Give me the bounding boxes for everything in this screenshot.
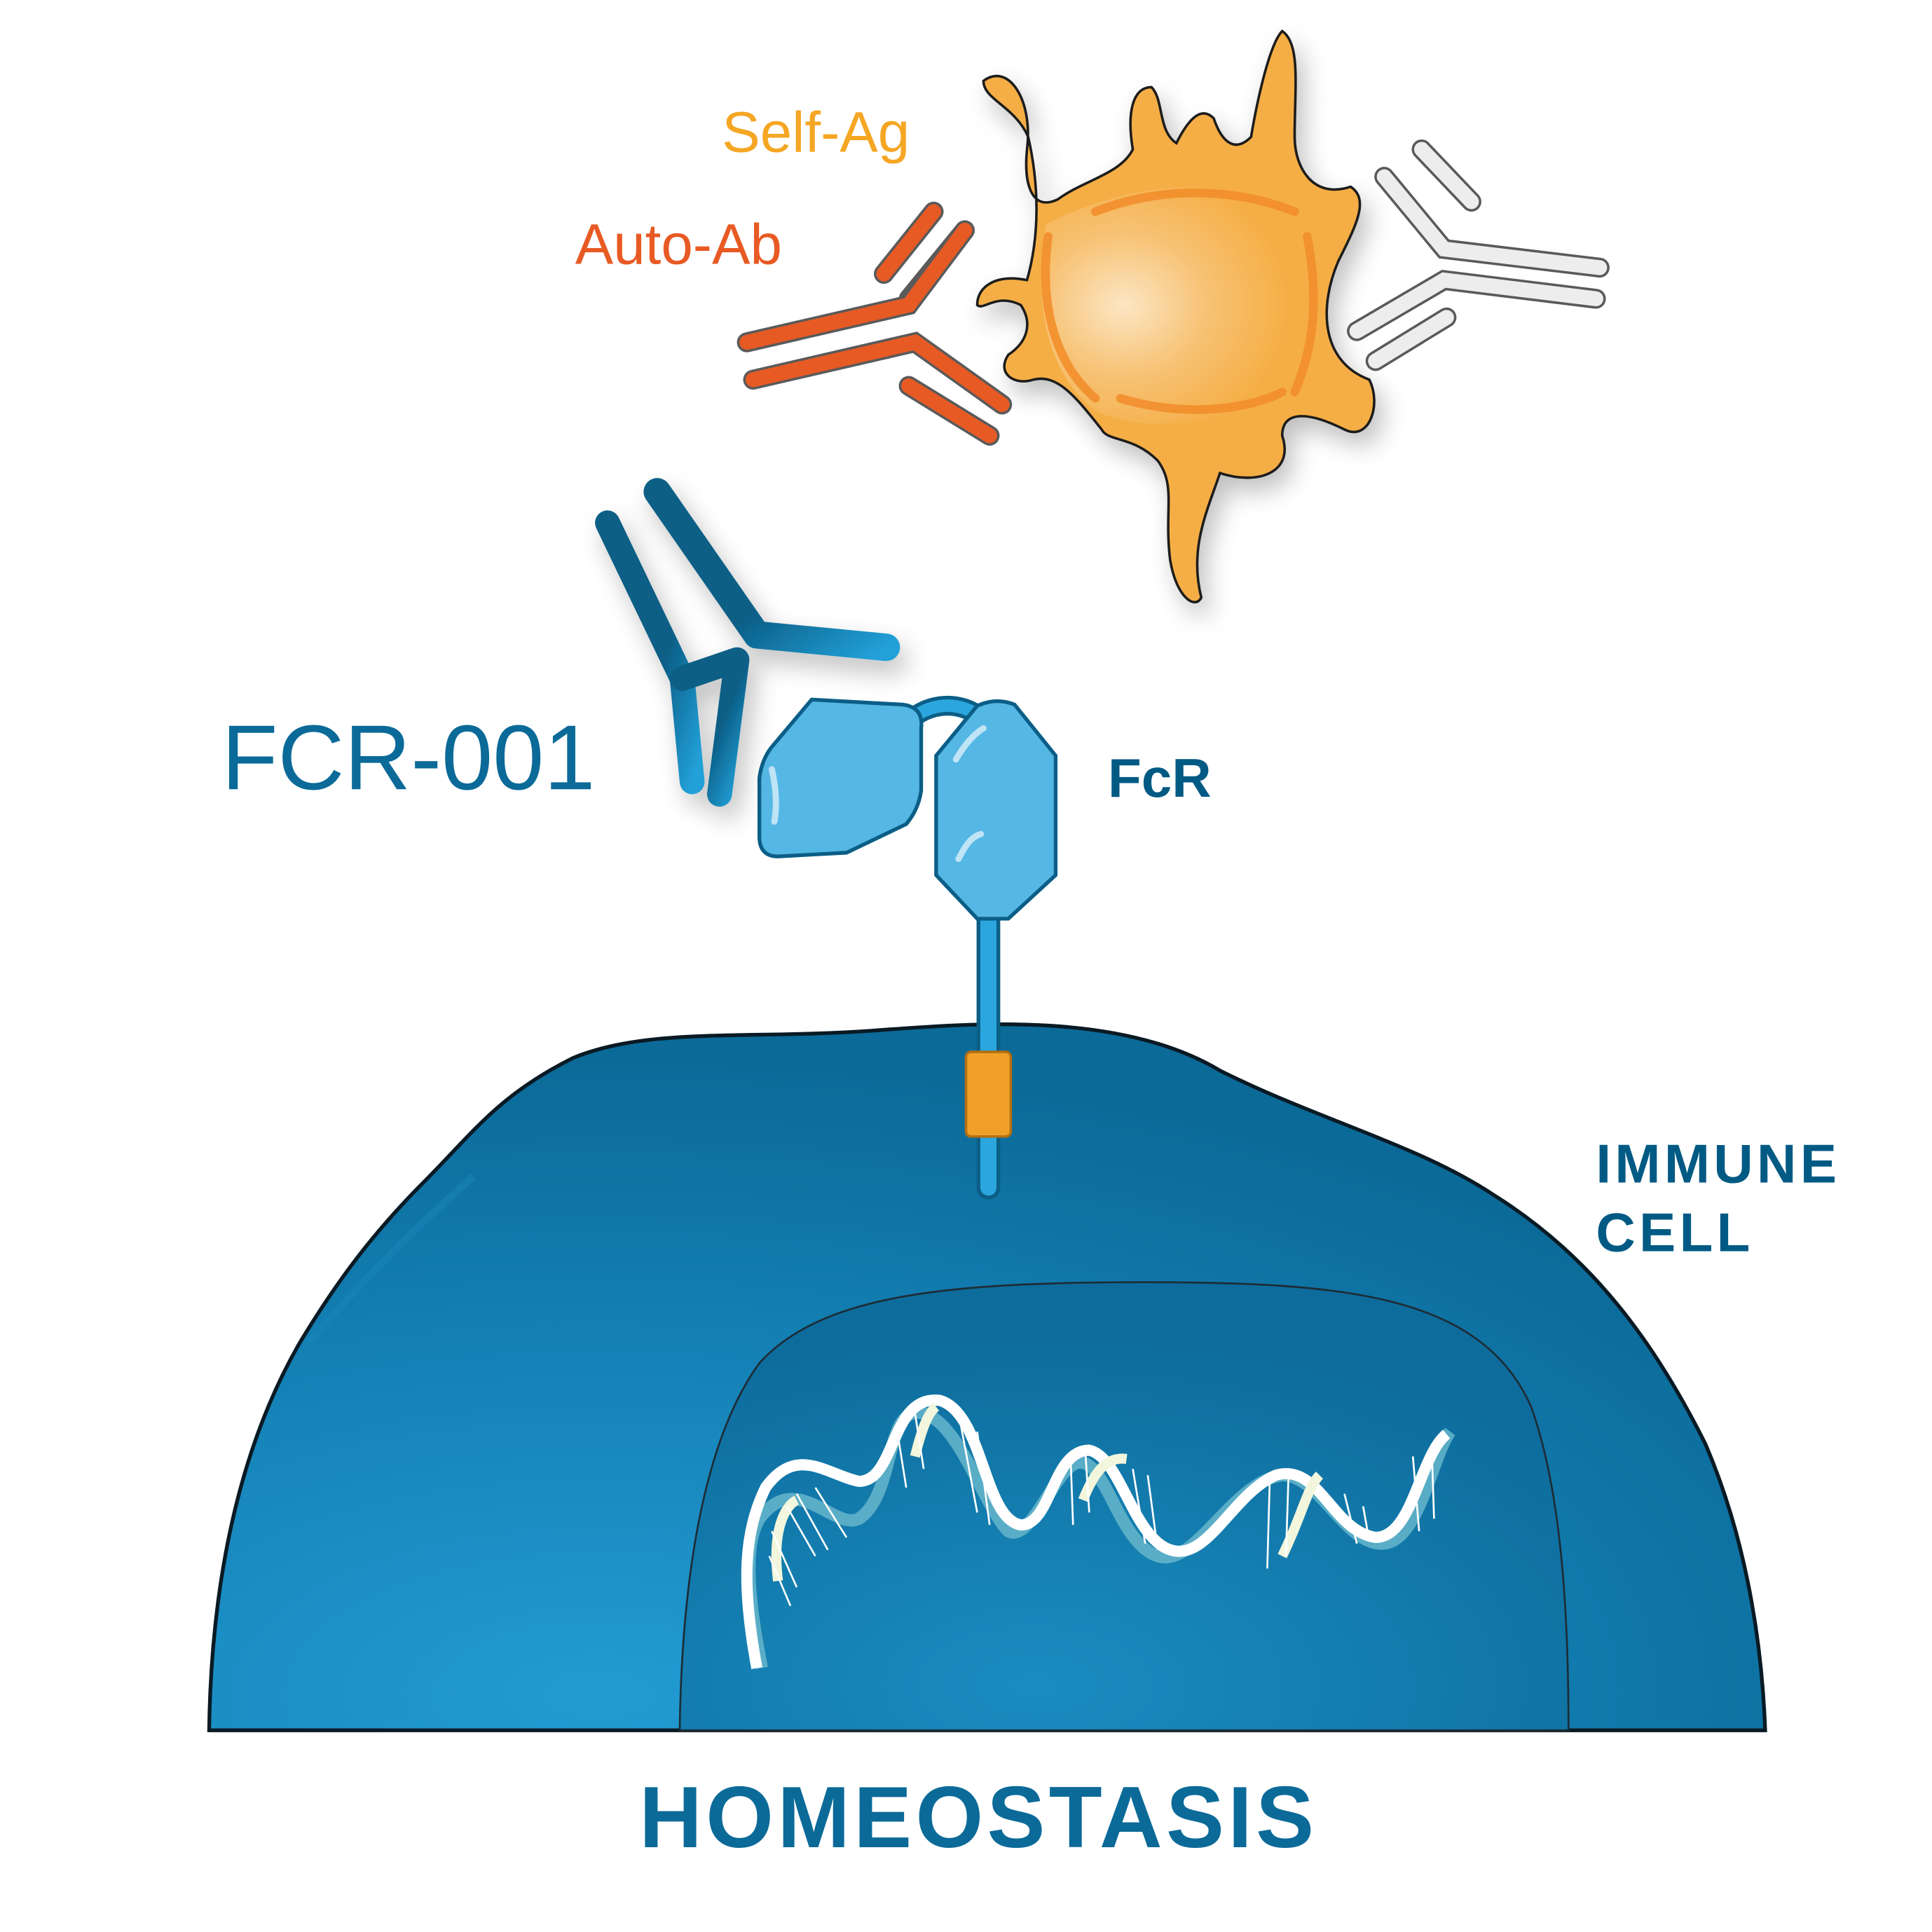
- immune-cell-label-line2: CELL: [1596, 1201, 1753, 1263]
- immune-cell-icon: [207, 1022, 1767, 1732]
- transmembrane-domain: [964, 1050, 1013, 1138]
- fcr-001-antibody-icon: [595, 478, 900, 807]
- auto-antibody-label: Auto-Ab: [575, 213, 782, 277]
- self-antigen-cell-icon: [975, 29, 1376, 604]
- inactive-antibody-icon: [1347, 139, 1610, 371]
- drug-label: FCR-001: [221, 706, 595, 809]
- nucleus: [678, 1281, 1570, 1732]
- self-antigen-label: Self-Ag: [722, 101, 910, 165]
- auto-antibody-icon: [737, 201, 1013, 446]
- state-title: HOMEOSTASIS: [639, 1769, 1317, 1866]
- dna-helix-icon: [741, 1395, 1455, 1670]
- receptor-label: FcR: [1108, 747, 1212, 809]
- fc-receptor-icon: [757, 695, 1058, 1200]
- immune-cell-label-line1: IMMUNE: [1596, 1133, 1840, 1195]
